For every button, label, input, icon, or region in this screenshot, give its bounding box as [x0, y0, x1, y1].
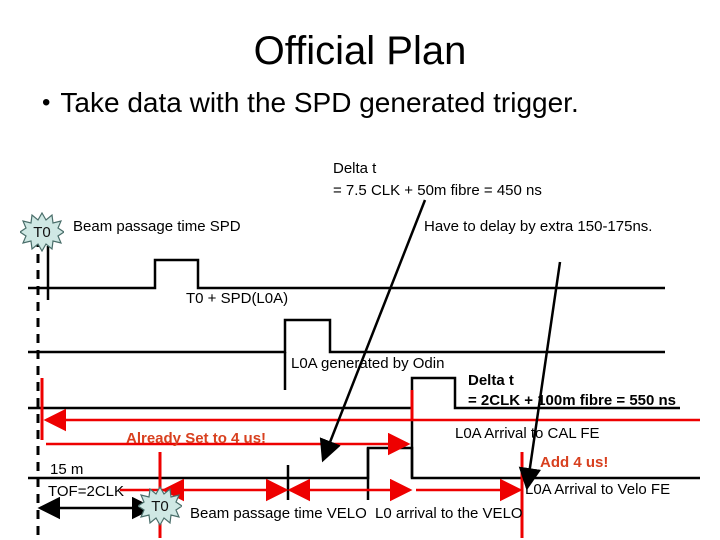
- starburst-icon: [20, 212, 64, 252]
- t0-badge-label: T0: [151, 497, 169, 515]
- tof-label: TOF=2CLK: [48, 483, 125, 500]
- have-to-delay-note: Have to delay by extra 150-175ns.: [424, 218, 653, 235]
- waveform-row-cal-fe: [28, 376, 680, 410]
- already-set-note: Already Set to 4 us!: [126, 430, 267, 447]
- bullet-item: • Take data with the SPD generated trigg…: [42, 86, 702, 120]
- delta-t-top-line2: = 7.5 CLK + 50m fibre = 450 ns: [333, 182, 542, 199]
- add-4us-note: Add 4 us!: [540, 454, 609, 471]
- delta-t-bottom-line1: Delta t: [468, 372, 514, 389]
- distance-label: 15 m: [50, 461, 84, 478]
- red-measure-arrows: [43, 408, 700, 502]
- callout-arrow-add4us: [518, 261, 562, 491]
- t0-starburst-badge-top: T0: [20, 212, 64, 252]
- l0a-arrival-cal-label: L0A Arrival to CAL FE: [455, 425, 600, 442]
- callout-arrow-delay: [319, 199, 427, 463]
- delta-t-bottom-line2: = 2CLK + 100m fibre = 550 ns: [468, 392, 677, 409]
- page-title: Official Plan: [253, 29, 467, 73]
- bullet-text: Take data with the SPD generated trigger…: [60, 87, 579, 118]
- delta-t-top-line1: Delta t: [333, 160, 377, 177]
- t0-badge-label: T0: [33, 223, 51, 241]
- starburst-icon: [138, 486, 182, 526]
- l0a-generated-label: L0A generated by Odin: [291, 355, 445, 372]
- waveform-row-spd: [28, 246, 665, 300]
- beam-passage-spd-label: Beam passage time SPD: [73, 218, 241, 235]
- t0-spd-l0a-label: T0 + SPD(L0A): [186, 290, 289, 307]
- l0a-arrival-velo-label: L0A Arrival to Velo FE: [525, 481, 671, 498]
- waveform-row-odin: [28, 318, 665, 390]
- t0-starburst-badge-bottom: T0: [138, 486, 182, 526]
- l0-arrival-velo-label: L0 arrival to the VELO: [375, 505, 523, 522]
- beam-passage-velo-label: Beam passage time VELO: [190, 505, 367, 522]
- bullet-marker-icon: •: [42, 89, 51, 116]
